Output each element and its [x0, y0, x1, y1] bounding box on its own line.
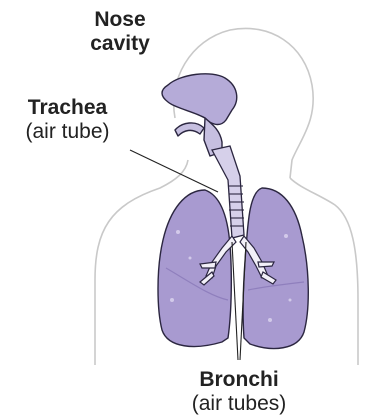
- trachea-name: Trachea: [0, 96, 135, 120]
- nose-label-line1: Nose: [80, 8, 160, 32]
- left-lung: [158, 190, 231, 346]
- trachea-label: Trachea (air tube): [0, 96, 135, 144]
- nose-cavity-label: Nose cavity: [80, 8, 160, 56]
- right-lung: [243, 188, 308, 348]
- nose-label-line2: cavity: [80, 32, 160, 56]
- bronchi-label: Bronchi (air tubes): [174, 368, 304, 416]
- bronchi-name: Bronchi: [174, 368, 304, 392]
- bronchi-desc: (air tubes): [174, 392, 304, 416]
- nose-cavity-shape: [162, 74, 237, 156]
- trachea-desc: (air tube): [0, 120, 135, 144]
